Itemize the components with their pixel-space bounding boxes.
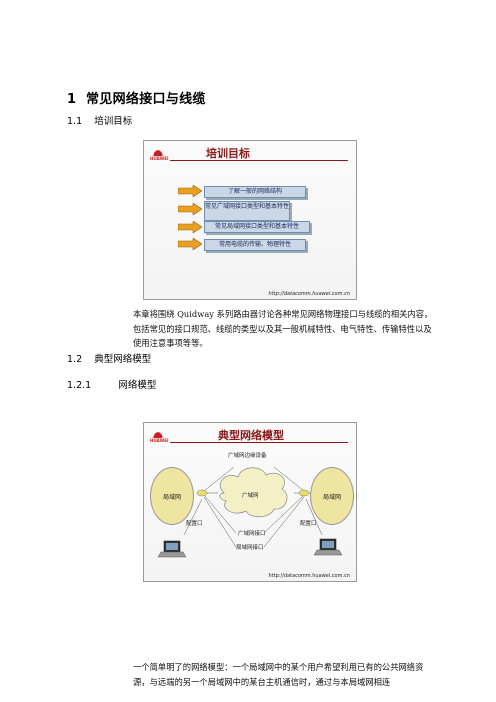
huawei-logo: HUAWEI	[150, 147, 169, 161]
slide-url: http://datacomm.huawei.com.cn	[268, 291, 350, 297]
section-1-1-heading: 1.1 培训目标	[67, 116, 133, 127]
slide-url: http://datacomm.huawei.com.cn	[268, 573, 350, 579]
arrow-right-icon	[178, 221, 202, 233]
arrow-right-icon	[178, 203, 202, 215]
wan-cloud-icon	[219, 467, 288, 518]
training-goals-slide: HUAWEI 培训目标 了解一般的网络结构 常见广域网接口类型和基本特性 常见局…	[143, 140, 357, 300]
network-model-slide: HUAWEI 典型网络模型 局域网 局域网 广域网边缘设备	[143, 422, 357, 582]
goal-item-2: 常见广域网接口类型和基本特性	[204, 201, 290, 221]
laptop-icon	[157, 540, 187, 558]
lan-left: 局域网	[150, 467, 194, 525]
section-1-2-1-heading: 1.2.1 网络模型	[67, 380, 157, 391]
slide-title: 典型网络模型	[218, 429, 284, 442]
lan-right: 局域网	[310, 467, 354, 525]
section-1-heading: 1 常见网络接口与线缆	[67, 92, 206, 107]
goal-item-1: 了解一般的网络结构	[204, 186, 306, 198]
lan-interface-label: 局域网接口	[236, 545, 264, 551]
arrow-right-icon	[178, 238, 202, 250]
section-1-2-heading: 1.2 典型网络模型	[67, 354, 152, 365]
title-rule	[170, 160, 348, 161]
slide-title: 培训目标	[206, 147, 250, 160]
goal-item-4: 常用电缆的传输、物理特性	[204, 239, 306, 251]
config-port-right-label: 配置口	[300, 521, 317, 527]
config-port-left-label: 配置口	[186, 521, 203, 527]
huawei-logo: HUAWEI	[150, 429, 169, 443]
intro-paragraph: 本章将围绕 Quidway 系列路由器讨论各种常见网络物理接口与线缆的相关内容，…	[133, 309, 433, 348]
network-model-paragraph: 一个简单明了的网络模型：一个局域网中的某个用户希望利用已有的公共网络资源，与远端…	[133, 662, 424, 687]
arrow-right-icon	[178, 185, 202, 197]
router-icon	[196, 489, 208, 497]
wan-label: 广域网	[242, 493, 259, 499]
title-rule	[170, 442, 348, 443]
laptop-icon	[313, 538, 343, 556]
edge-device-label: 广域网边缘设备	[228, 453, 267, 459]
router-icon	[298, 489, 310, 497]
goal-item-3: 常见局域网接口类型和基本特性	[204, 221, 310, 233]
network-diagram-lines	[157, 466, 343, 558]
wan-interface-label: 广域网接口	[238, 531, 266, 537]
